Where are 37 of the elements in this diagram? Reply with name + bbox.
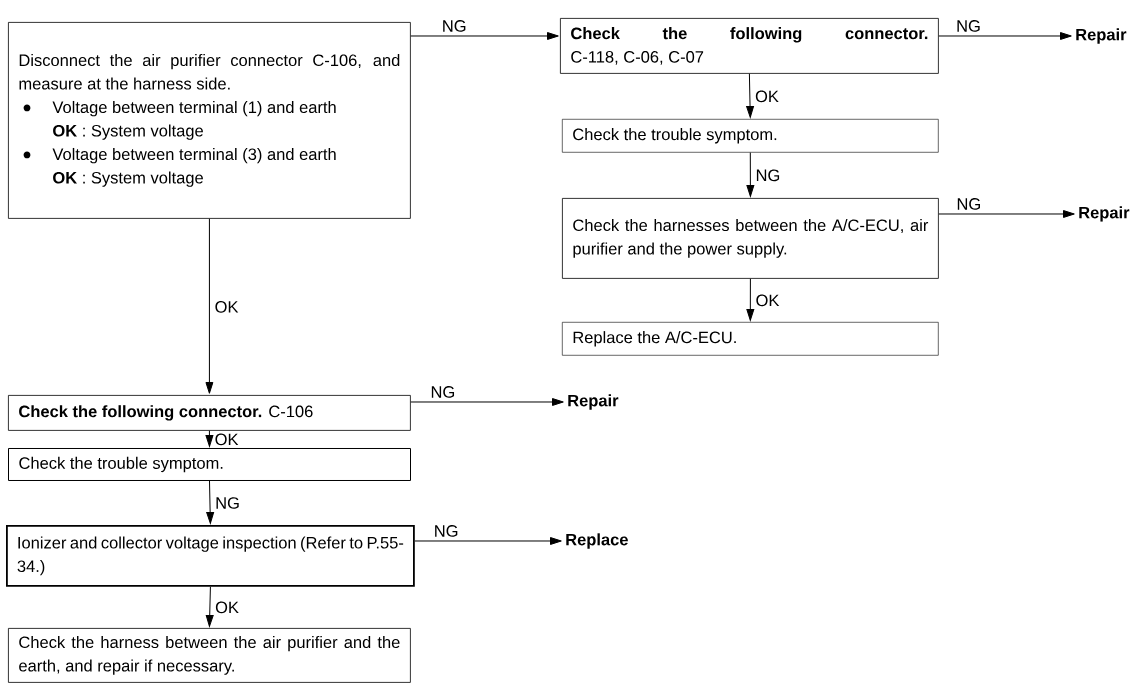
result-text: Repair <box>1076 28 1127 44</box>
edge-label: OK <box>215 301 239 313</box>
process-box: Check the following connector. C-118, C-06, C-07 <box>560 18 939 74</box>
edge-label: NG <box>957 20 980 32</box>
arrow <box>938 210 1075 218</box>
arrow <box>414 537 562 545</box>
arrow <box>205 218 214 394</box>
arrow <box>746 152 755 197</box>
arrow <box>410 32 559 40</box>
arrow <box>938 32 1072 40</box>
process-box: Disconnect the air purifier connector C-106, and measure at the harness side. Voltage between terminal (1) and earth OK : System voltage Voltage between terminal (3) and earth OK : System voltage <box>8 22 411 219</box>
process-box: Check the trouble symptom. <box>8 448 411 481</box>
process-box: Check the following connector. C-106 <box>8 395 411 431</box>
edge-label: NG <box>216 497 239 509</box>
edge-label: NG <box>756 169 780 182</box>
arrow <box>746 278 755 321</box>
arrow <box>746 73 754 118</box>
edge-label: NG <box>431 386 455 398</box>
edge-label: OK <box>215 601 239 614</box>
process-box: Check the harnesses between the A/C-ECU, air purifier and the power supply. <box>562 198 939 279</box>
process-box: Check the trouble symptom. <box>562 119 939 153</box>
edge-label: NG <box>957 198 980 210</box>
arrow <box>205 586 214 627</box>
arrow <box>205 430 214 447</box>
edge-label: NG <box>443 20 466 32</box>
edge-label: NG <box>435 525 458 537</box>
edge-label: OK <box>215 433 239 446</box>
result-text: Replace <box>566 533 628 549</box>
edge-label: OK <box>756 294 780 307</box>
process-box: Ionizer and collector voltage inspection (Refer to P.55-34.) <box>6 525 415 587</box>
process-box: Replace the A/C-ECU. <box>562 322 939 356</box>
result-text: Repair <box>568 394 619 410</box>
edge-label: OK <box>755 90 779 103</box>
arrow <box>410 398 564 406</box>
process-box: Check the harness between the air purifier and the earth, and repair if necessary. <box>8 628 411 683</box>
arrow <box>206 480 215 524</box>
result-text: Repair <box>1079 206 1130 222</box>
